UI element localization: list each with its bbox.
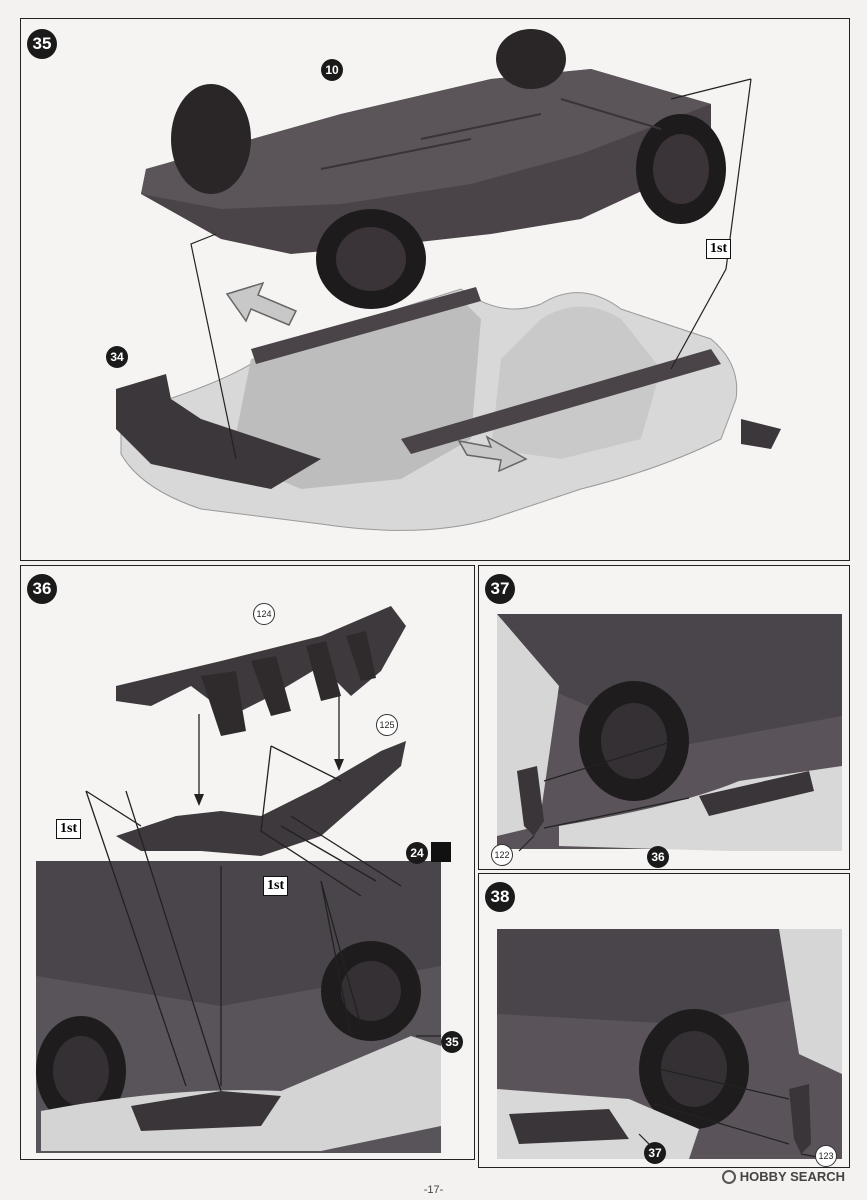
step-35-panel: 35: [20, 18, 850, 561]
part-10-badge: 10: [321, 59, 343, 81]
part-122-label: 122: [491, 844, 513, 866]
watermark-text: HOBBY SEARCH: [739, 1169, 845, 1184]
watermark: HOBBY SEARCH: [721, 1169, 845, 1184]
step-38-panel: 38 37 123: [478, 873, 850, 1168]
part-124-label: 124: [253, 603, 275, 625]
part-24-badge: 24: [406, 842, 428, 864]
first-marker-center: 1st: [263, 876, 289, 896]
part-35-badge: 35: [441, 1031, 463, 1053]
step-36-panel: 36: [20, 565, 475, 1160]
part-34-badge: 34: [106, 346, 128, 368]
step-35-illustration: [116, 29, 781, 531]
step-37-panel: 37 122 36: [478, 565, 850, 870]
step-38-badge: 38: [485, 882, 515, 912]
step-37-illustration: [497, 614, 842, 852]
clear-part-icon: [431, 842, 451, 862]
watermark-logo-icon: [721, 1169, 736, 1184]
step-36-badge: 36: [27, 574, 57, 604]
part-125-label: 125: [376, 714, 398, 736]
part-36-badge: 36: [647, 846, 669, 868]
step-35-badge: 35: [27, 29, 57, 59]
step-38-illustration: [497, 929, 842, 1159]
part-37-badge: 37: [644, 1142, 666, 1164]
first-marker: 1st: [706, 239, 732, 259]
page-number: -17-: [423, 1184, 444, 1196]
step-36-illustration: [36, 606, 441, 1153]
part-123-label: 123: [815, 1145, 837, 1167]
first-marker-left: 1st: [56, 819, 82, 839]
step-37-badge: 37: [485, 574, 515, 604]
